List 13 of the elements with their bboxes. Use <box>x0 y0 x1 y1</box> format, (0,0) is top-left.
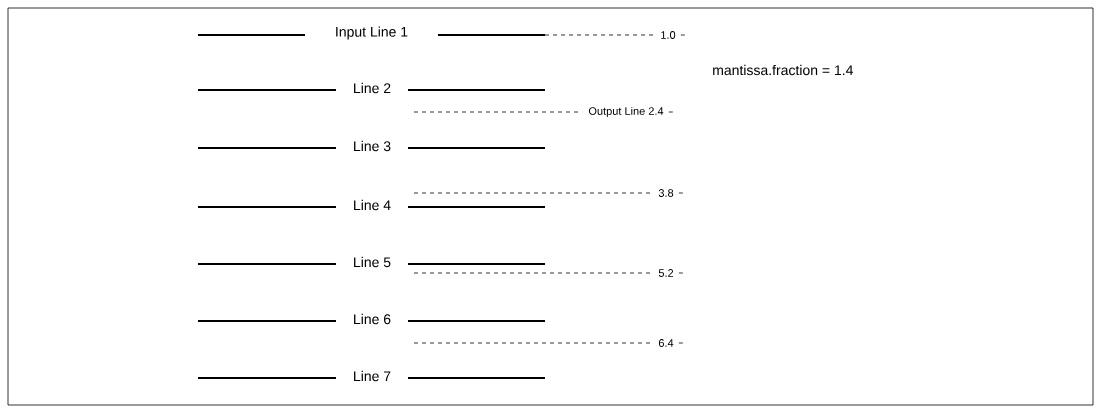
value-label: Output Line 2.4 <box>588 106 664 118</box>
line-label: Input Line 1 <box>336 26 408 40</box>
formula-text: mantissa.fraction = 1.4 <box>713 64 853 76</box>
value-label: 6.4 <box>658 339 674 347</box>
line-label: Line 5 <box>354 256 391 268</box>
line-label: Line 4 <box>354 199 391 211</box>
value-label: 1.0 <box>661 31 676 39</box>
value-label: 5.2 <box>658 269 674 277</box>
line-label: Line 6 <box>354 313 391 325</box>
line-label: Line 2 <box>354 82 391 94</box>
line-label: Line 7 <box>354 370 391 382</box>
value-label: 3.8 <box>658 189 674 197</box>
line-label: Line 3 <box>354 140 391 152</box>
